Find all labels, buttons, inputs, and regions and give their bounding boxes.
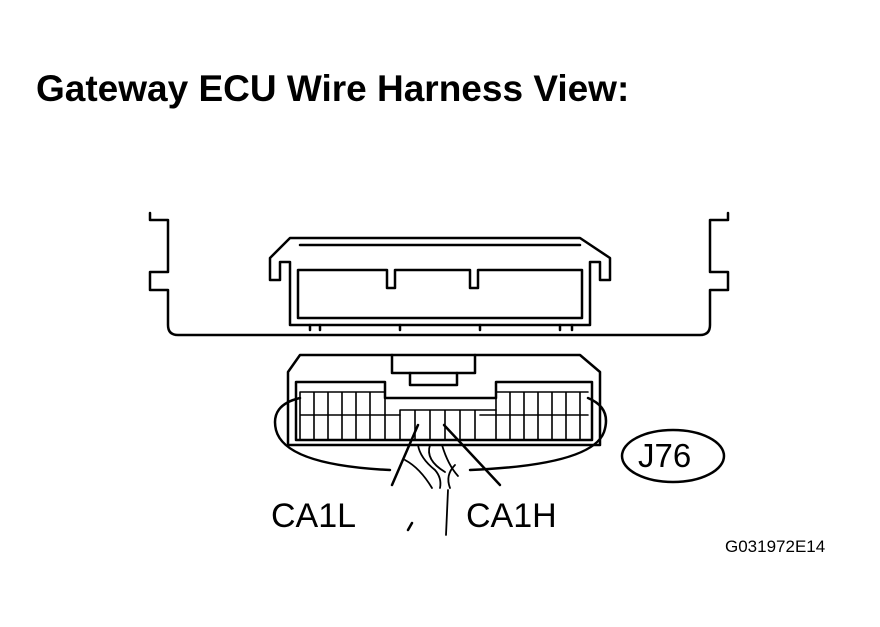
diagram-title: Gateway ECU Wire Harness View:: [36, 68, 630, 109]
ecu-housing: [148, 211, 730, 337]
connector-id-ellipse: [620, 428, 726, 484]
pin-label-ca1h: CA1H: [466, 497, 557, 535]
wire-bundle-outline: [273, 396, 392, 472]
wire-strands: [404, 444, 459, 536]
ecu-connector-header: [268, 236, 612, 332]
leader-line-ca1h: [442, 423, 502, 487]
pin-label-ca1l: CA1L: [271, 497, 357, 535]
harness-connector-plug: [286, 353, 602, 447]
connector-id-label: J76: [638, 437, 692, 474]
terminal-grid-right: [479, 391, 589, 441]
figure-code: G031972E14: [725, 537, 826, 556]
leader-line-ca1l: [390, 423, 420, 487]
terminal-grid-left: [299, 391, 401, 441]
